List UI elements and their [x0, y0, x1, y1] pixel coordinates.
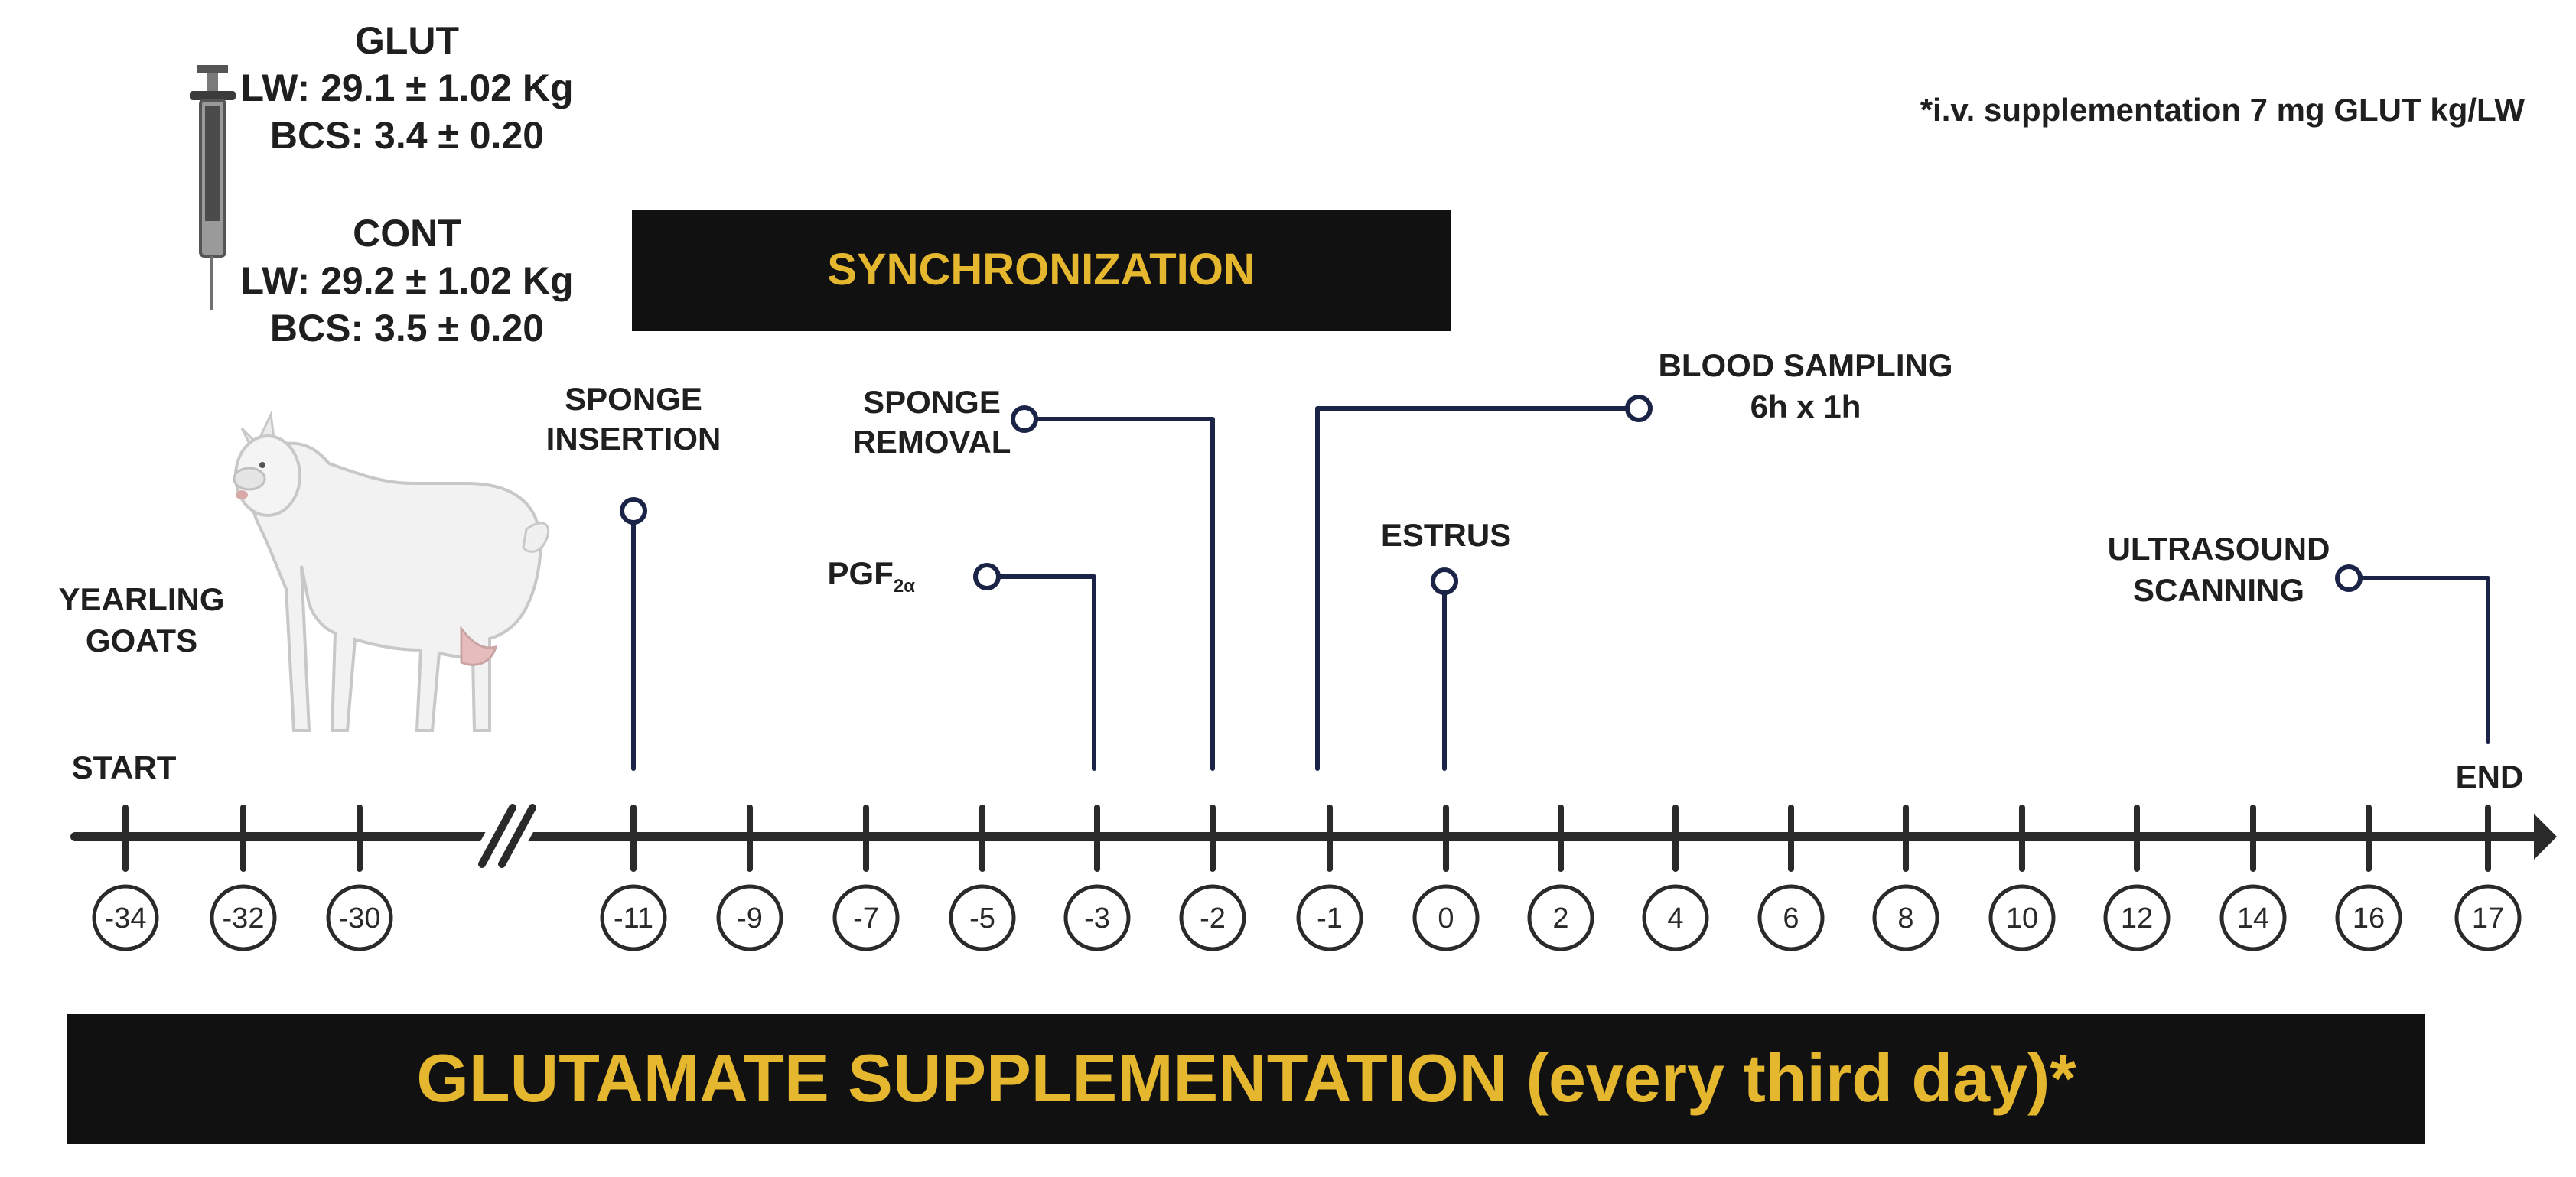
pgf2a-prefix: PGF [828, 555, 894, 591]
day-circle-minus-1 [1296, 884, 1363, 951]
day-circle-8 [1872, 884, 1939, 951]
day-circle-4 [1642, 884, 1709, 951]
pgf2a-subscript: 2α [894, 576, 915, 597]
day-label-10: 10 [2006, 902, 2038, 935]
pgf2a-marker [973, 563, 1001, 590]
day-label-minus-5: -5 [969, 902, 995, 935]
glut-group-bcs: BCS: 3.4 ± 0.20 [270, 114, 544, 157]
ultrasound-scanning-line1: ULTRASOUND [2108, 531, 2330, 567]
day-label-2: 2 [1552, 902, 1568, 935]
blood-sampling-connector [1315, 406, 1630, 771]
day-circle-12 [2103, 884, 2171, 951]
cont-group-bcs: BCS: 3.5 ± 0.20 [270, 307, 544, 350]
estrus-label: ESTRUS [1381, 517, 1511, 553]
sponge-insertion-line2: INSERTION [546, 421, 721, 457]
day-circle-10 [1988, 884, 2056, 951]
sponge-insertion-marker [620, 497, 647, 525]
sponge-removal-line1: SPONGE [863, 384, 1001, 420]
goat-illustration [233, 410, 550, 732]
day-circle-minus-2 [1179, 884, 1246, 951]
cont-group-lw: LW: 29.2 ± 1.02 Kg [240, 259, 573, 302]
cont-group-name: CONT [353, 212, 461, 255]
day-label-minus-9: -9 [737, 902, 763, 935]
day-label-minus-34: -34 [105, 902, 147, 935]
yearling-goats-line2: GOATS [86, 623, 197, 658]
day-label-minus-1: -1 [1317, 902, 1343, 935]
day-circle-minus-32 [210, 884, 277, 951]
blood-sampling-line2: 6h x 1h [1750, 389, 1861, 424]
timeline-arrowhead [2534, 814, 2557, 860]
ultrasound-scanning-connector [2358, 576, 2490, 744]
sponge-removal-line2: REMOVAL [853, 424, 1011, 460]
day-circle-2 [1527, 884, 1594, 951]
pgf2a-connector [996, 574, 1096, 771]
day-circle-minus-7 [832, 884, 900, 951]
day-label-4: 4 [1667, 902, 1683, 935]
blood-sampling-line1: BLOOD SAMPLING [1659, 347, 1953, 383]
day-label-minus-11: -11 [614, 902, 653, 935]
yearling-goats-line1: YEARLING [58, 581, 224, 617]
sponge-removal-connector [1034, 417, 1215, 771]
glut-group-name: GLUT [355, 19, 459, 62]
day-circle-14 [2219, 884, 2287, 951]
estrus-marker [1431, 567, 1458, 595]
synchronization-label: SYNCHRONIZATION [827, 245, 1255, 294]
glut-group-lw: LW: 29.1 ± 1.02 Kg [240, 67, 573, 109]
day-circle-minus-3 [1063, 884, 1131, 951]
day-circle-minus-5 [949, 884, 1016, 951]
day-label-14: 14 [2237, 902, 2269, 935]
timeline-break-symbol [470, 795, 545, 876]
supplementation-note: *i.v. supplementation 7 mg GLUT kg/LW [1920, 92, 2526, 128]
synchronization-banner [632, 210, 1451, 331]
day-label-8: 8 [1897, 902, 1913, 935]
day-circle-0 [1412, 884, 1480, 951]
ultrasound-scanning-marker [2335, 564, 2363, 592]
day-circle-minus-34 [92, 884, 159, 951]
day-circle-minus-9 [716, 884, 783, 951]
day-circle-6 [1757, 884, 1825, 951]
day-label-16: 16 [2353, 902, 2385, 935]
day-circle-minus-11 [600, 884, 667, 951]
day-label-0: 0 [1438, 902, 1454, 935]
day-circle-17 [2454, 884, 2522, 951]
day-label-17: 17 [2472, 902, 2504, 935]
syringe-icon [190, 65, 236, 310]
day-circle-16 [2335, 884, 2402, 951]
day-label-6: 6 [1783, 902, 1799, 935]
pgf2a-label: PGF2α [828, 555, 916, 597]
day-label-minus-7: -7 [853, 902, 879, 935]
day-label-minus-2: -2 [1200, 902, 1226, 935]
day-circle-minus-30 [326, 884, 393, 951]
end-label: END [2456, 759, 2524, 795]
start-label: START [72, 749, 177, 785]
day-label-minus-32: -32 [223, 902, 265, 935]
day-label-minus-3: -3 [1084, 902, 1110, 935]
glutamate-supplementation-banner [67, 1014, 2425, 1144]
day-label-12: 12 [2121, 902, 2153, 935]
sponge-insertion-line1: SPONGE [565, 381, 702, 417]
ultrasound-scanning-line2: SCANNING [2133, 572, 2304, 608]
sponge-removal-marker [1011, 405, 1038, 433]
blood-sampling-marker [1625, 395, 1653, 422]
glutamate-supplementation-label: GLUTAMATE SUPPLEMENTATION (every third d… [416, 1040, 2076, 1116]
day-label-minus-30: -30 [339, 902, 381, 935]
